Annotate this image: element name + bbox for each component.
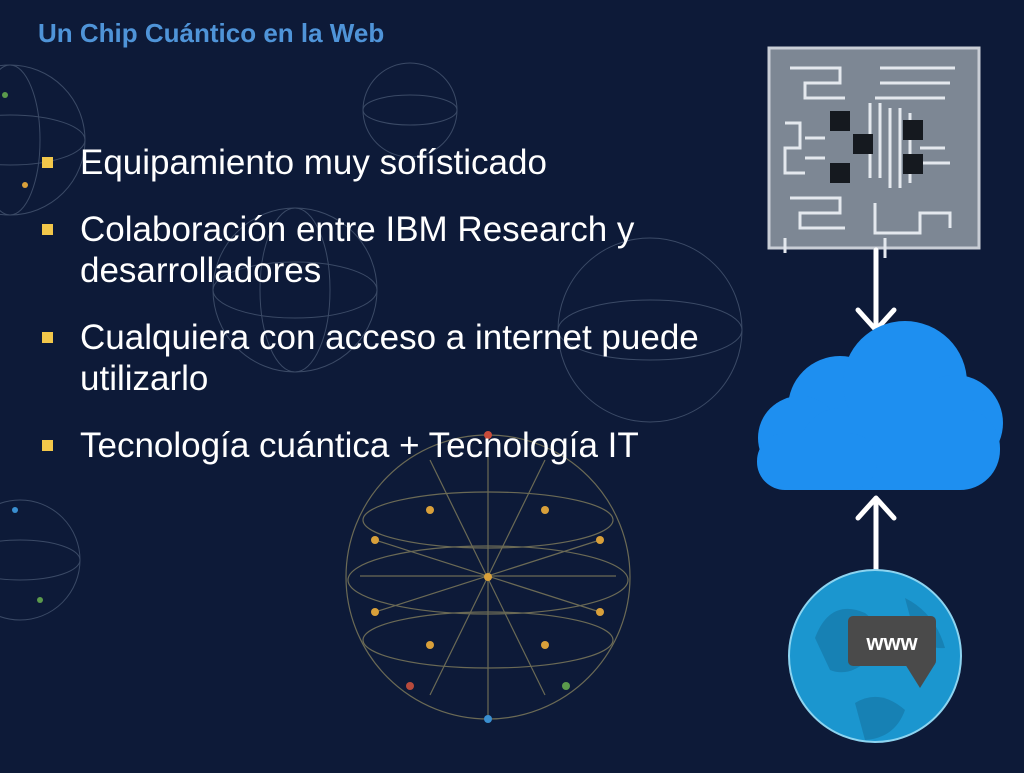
bullet-item: Equipamiento muy sofísticado [40,142,740,183]
bullet-item: Colaboración entre IBM Research y desarr… [40,209,740,291]
slide-title: Un Chip Cuántico en la Web [38,18,385,48]
bullet-text: Colaboración entre IBM Research y desarr… [80,210,635,290]
chip-cloud-web-diagram: www [745,38,1015,768]
bullet-text: Cualquiera con acceso a internet puede u… [80,318,699,398]
arrow-down-icon [855,247,897,333]
square-bullet-icon [42,157,53,168]
www-badge-text: www [865,630,918,655]
quantum-chip-icon [767,46,981,258]
square-bullet-icon [42,440,53,451]
arrow-up-icon [855,495,897,576]
globe-web-icon: www [788,569,962,743]
bullet-text: Equipamiento muy sofísticado [80,143,547,182]
bullet-item: Tecnología cuántica + Tecnología IT [40,425,740,466]
bullet-item: Cualquiera con acceso a internet puede u… [40,317,740,399]
bullet-list: Equipamiento muy sofísticado Colaboració… [40,142,740,492]
cloud-icon [757,321,1003,490]
bullet-text: Tecnología cuántica + Tecnología IT [80,426,639,465]
square-bullet-icon [42,332,53,343]
square-bullet-icon [42,224,53,235]
